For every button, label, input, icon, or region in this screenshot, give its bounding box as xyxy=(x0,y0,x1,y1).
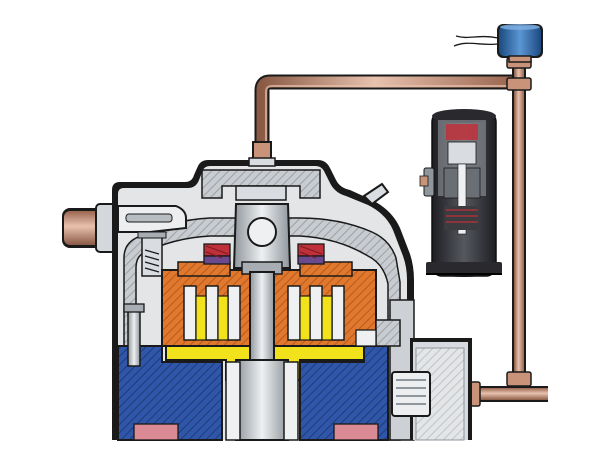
discharge-line xyxy=(254,74,512,160)
central-piston xyxy=(232,203,292,275)
solenoid-valve xyxy=(453,24,543,63)
discharge-port xyxy=(201,141,321,201)
seal-right xyxy=(297,243,325,265)
left-fitting xyxy=(62,203,119,253)
crankshaft xyxy=(165,271,377,441)
seal-left xyxy=(203,243,231,265)
frame-right xyxy=(355,319,401,347)
inset-compressor-cutaway xyxy=(419,109,502,277)
oil-sump xyxy=(117,303,389,441)
shell-stub xyxy=(362,182,390,206)
terminal-box xyxy=(391,338,472,441)
check-valve xyxy=(137,231,167,277)
suction-fitting xyxy=(117,205,187,233)
suction-return-line xyxy=(465,55,548,407)
